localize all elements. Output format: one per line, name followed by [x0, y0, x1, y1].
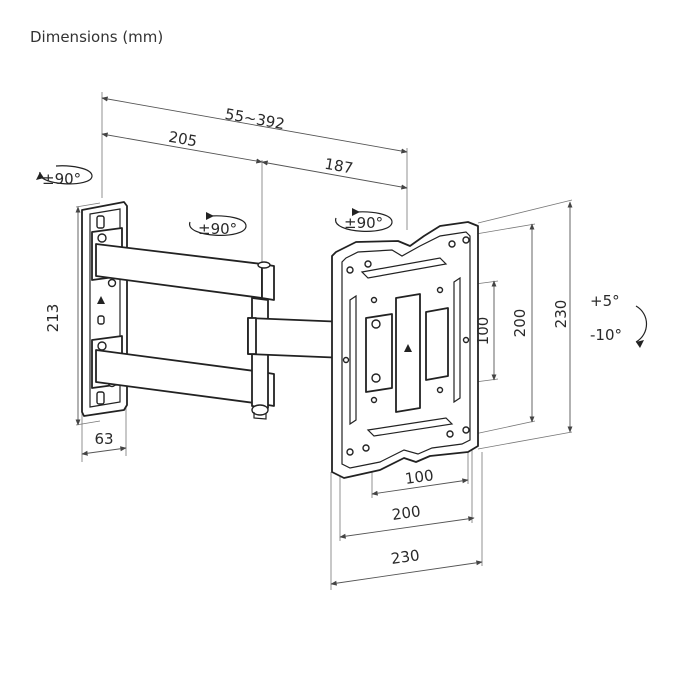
tilt-arrow-icon — [635, 305, 648, 348]
dim-arm-second: 187 — [323, 155, 354, 178]
rotation-labels: ±90° ±90° ±90° +5° -10° — [42, 170, 622, 344]
swivel-arrow-icon — [335, 208, 393, 232]
dim-arm-extension: 55~392 — [224, 105, 287, 133]
dim-vesa-small-h: 100 — [404, 466, 435, 488]
swivel-arrow-icon — [36, 165, 93, 185]
dim-plate-width: 230 — [390, 546, 421, 568]
vesa-plate — [331, 221, 479, 479]
swing-arms — [95, 243, 347, 420]
rotation-arm-swivel: ±90° — [198, 220, 237, 238]
dim-wall-plate-height: 213 — [44, 304, 62, 333]
rotation-tilt-up: +5° — [590, 292, 620, 310]
dim-plate-height: 230 — [552, 300, 570, 329]
dim-vesa-large-v: 200 — [511, 309, 529, 338]
dim-wall-plate-width: 63 — [94, 430, 113, 448]
swivel-arrow-icon — [189, 212, 247, 236]
dim-arm-first: 205 — [167, 128, 198, 151]
rotation-tilt-down: -10° — [590, 326, 622, 344]
dim-vesa-small-v: 100 — [474, 317, 492, 346]
diagram-title: Dimensions (mm) — [30, 28, 164, 46]
rotation-head-swivel: ±90° — [344, 214, 383, 232]
dim-vesa-large-h: 200 — [391, 502, 422, 524]
rotation-wall-swivel: ±90° — [42, 170, 81, 188]
